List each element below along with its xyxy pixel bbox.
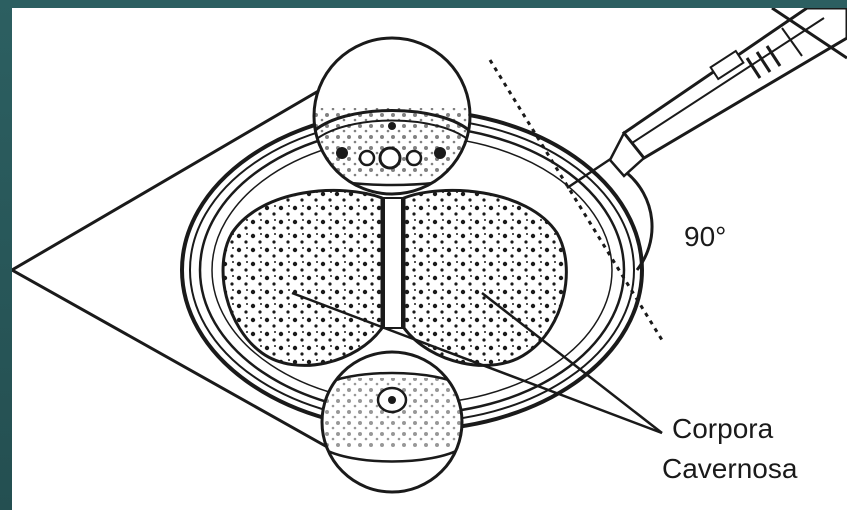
top-magnified-circle xyxy=(312,38,472,194)
angle-label: 90° xyxy=(684,221,726,252)
cross-section-diagram: 90° Corpora Cavernosa xyxy=(12,8,847,510)
diagram-panel: 90° Corpora Cavernosa xyxy=(12,8,847,510)
corpora-label-line2: Cavernosa xyxy=(662,453,798,484)
septum xyxy=(384,198,402,328)
left-corpus-cavernosum xyxy=(223,190,382,365)
bottom-magnified-circle xyxy=(317,352,467,492)
corpora-label-line1: Corpora xyxy=(672,413,774,444)
syringe-icon xyxy=(567,8,847,188)
